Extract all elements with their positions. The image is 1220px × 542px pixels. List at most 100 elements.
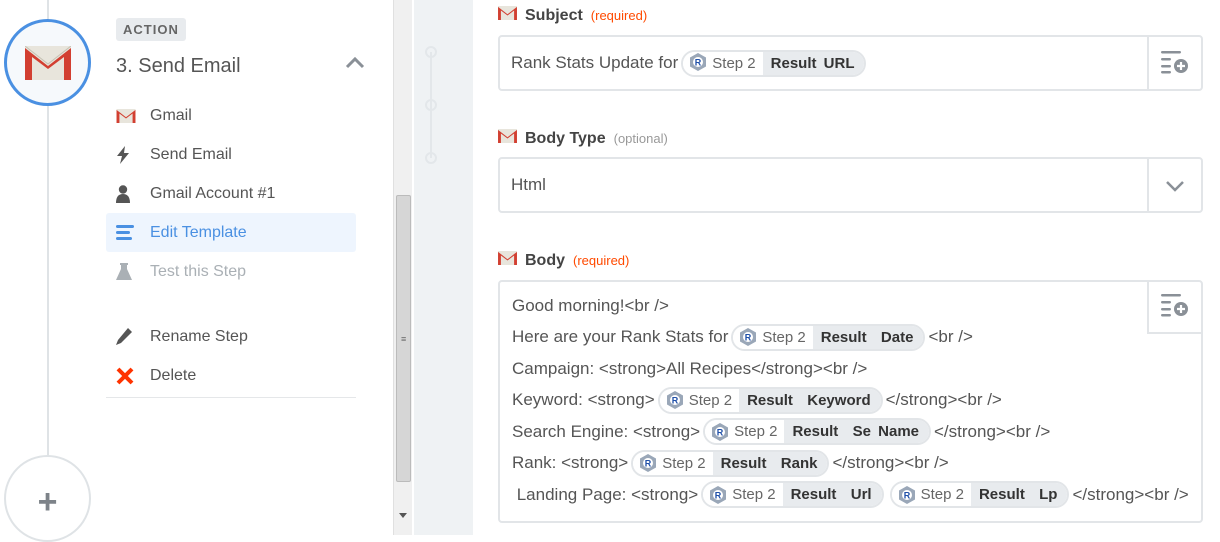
svg-text:R: R (903, 490, 910, 500)
pill-field: Result Url (782, 483, 882, 507)
body-line: Here are your Rank Stats for R Step 2 Resul… (512, 322, 1189, 354)
body-text: Good morning!<br /> (512, 295, 669, 315)
rename-step-button[interactable]: Rename Step (106, 317, 356, 356)
pill-step: Step 2 (734, 423, 778, 441)
insert-field-button[interactable] (1147, 282, 1201, 334)
svg-text:R: R (645, 459, 652, 469)
gmail-icon (116, 108, 136, 123)
menu-item-edit-template[interactable]: Edit Template (106, 213, 356, 252)
body-text: Keyword: <strong> (512, 390, 655, 410)
pill-field: Result Lp (970, 483, 1068, 507)
field-label: Body (525, 251, 565, 269)
menu-item-test-step[interactable]: Test this Step (106, 252, 356, 291)
body-text: </strong><br /> (1072, 484, 1189, 504)
body-type-value: Html (511, 175, 546, 194)
field-pill[interactable]: R Step 2 Result Se Name (703, 418, 931, 446)
delete-step-button[interactable]: Delete (106, 356, 356, 395)
minimap-icon (425, 46, 437, 164)
rank-app-icon: R (666, 391, 683, 410)
insert-field-icon (1161, 293, 1188, 316)
body-line: Good morning!<br /> (512, 290, 1189, 322)
svg-text:R: R (715, 490, 722, 500)
pill-field: Result URL (762, 52, 865, 75)
pill-step: Step 2 (762, 328, 806, 346)
rank-app-icon: R (710, 485, 727, 504)
menu-item-label: Test this Step (150, 262, 247, 280)
field-pill[interactable]: R Step 2 Result Rank (631, 449, 830, 477)
body-text: </strong><br /> (832, 453, 949, 473)
rank-app-icon: R (712, 422, 729, 441)
step-menu: Gmail Send Email Gmail Account #1 Edit T… (106, 96, 356, 398)
pill-field: Result Se Name (784, 420, 929, 444)
body-text: Here are your Rank Stats for (512, 327, 729, 347)
menu-item-label: Edit Template (150, 223, 247, 241)
svg-text:R: R (695, 57, 702, 67)
step-app-icon[interactable] (4, 19, 91, 106)
step-type-badge: ACTION (116, 18, 186, 41)
insert-field-button[interactable] (1147, 37, 1201, 91)
svg-text:R: R (671, 396, 678, 406)
svg-text:R: R (717, 427, 724, 437)
body-type-select[interactable]: Html (498, 157, 1203, 213)
body-text: Campaign: <strong>All Recipes</strong><b… (512, 358, 868, 378)
body-label: Body(required) (498, 251, 629, 270)
action-label: Rename Step (150, 327, 248, 345)
optional-hint: (optional) (613, 131, 668, 146)
gmail-icon (498, 6, 517, 20)
action-label: Delete (150, 366, 197, 384)
field-label: Subject (525, 6, 583, 24)
scroll-down-arrow-icon[interactable] (399, 513, 407, 518)
gmail-icon (24, 45, 71, 80)
rank-app-icon: R (740, 328, 757, 347)
gmail-icon (498, 129, 517, 143)
rank-app-icon: R (640, 454, 657, 473)
menu-item-gmail[interactable]: Gmail (106, 96, 356, 135)
sidebar-scrollbar[interactable]: ≡ (393, 0, 412, 535)
pill-field: Result Keyword (739, 388, 881, 412)
pill-step: Step 2 (662, 454, 706, 472)
menu-item-label: Gmail Account #1 (150, 184, 276, 202)
body-text: <br /> (928, 327, 973, 347)
field-label: Body Type (525, 129, 606, 147)
lines-icon (116, 224, 134, 240)
timeline-minimap (414, 0, 473, 535)
body-text: Rank: <strong> (512, 453, 629, 473)
bolt-icon (117, 145, 129, 164)
pill-field: Result Date (812, 325, 924, 349)
body-textarea[interactable]: Good morning!<br /> Here are your Rank St… (498, 280, 1203, 523)
body-line: Rank: <strong> R Step 2 Result Rank</strong… (512, 448, 1189, 480)
flask-icon (116, 263, 132, 280)
body-type-label: Body Type (optional) (498, 129, 668, 148)
subject-text: Rank Stats Update for (511, 52, 679, 72)
add-step-button[interactable]: + (4, 455, 91, 542)
body-text: </strong><br /> (885, 390, 1002, 410)
dropdown-button[interactable] (1147, 159, 1201, 213)
body-text: Landing Page: <strong> (512, 484, 699, 504)
gmail-icon (498, 251, 517, 265)
insert-field-icon (1161, 50, 1188, 73)
menu-item-send-email[interactable]: Send Email (106, 135, 356, 174)
user-icon (116, 184, 130, 203)
pill-field: Result Rank (712, 451, 828, 475)
subject-label: Subject (required) (498, 6, 647, 25)
body-line: Campaign: <strong>All Recipes</strong><b… (512, 353, 1189, 385)
field-pill[interactable]: R Step 2 Result Date (731, 323, 926, 351)
body-text: </strong><br /> (934, 421, 1051, 441)
svg-text:R: R (745, 333, 752, 343)
x-icon (116, 367, 134, 384)
scrollbar-thumb[interactable]: ≡ (396, 195, 411, 482)
pill-step: Step 2 (920, 486, 964, 504)
field-pill[interactable]: R Step 2 Result Lp (889, 481, 1070, 509)
menu-item-account[interactable]: Gmail Account #1 (106, 174, 356, 213)
rank-app-icon: R (898, 485, 915, 504)
collapse-chevron-icon[interactable] (345, 55, 365, 69)
required-hint: (required) (590, 8, 648, 23)
